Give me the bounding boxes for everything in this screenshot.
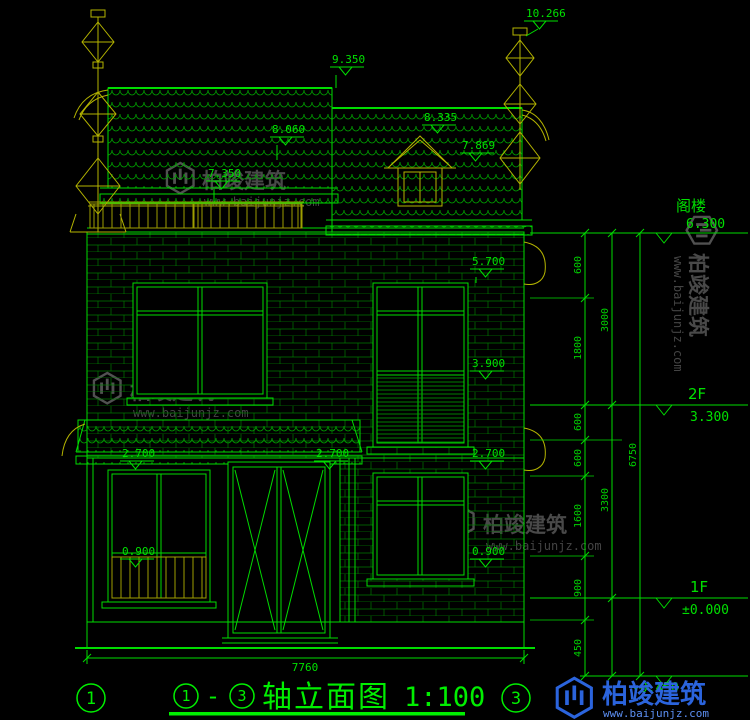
dim-balcony: 7.350: [208, 167, 241, 180]
chain-dim: 3000: [600, 308, 611, 332]
dim-sill-right: 0.900: [472, 545, 505, 558]
window-2f-right: [366, 282, 475, 455]
brand-logo-name: 柏竣建筑: [602, 679, 706, 710]
chain-dim: 600: [573, 449, 584, 467]
entry-door: [222, 461, 338, 644]
chain-dim: 450: [573, 639, 584, 657]
level-dimension-texts: 10.266 9.350 8.060 8.335 7.869 7.350 5.7…: [122, 7, 566, 558]
dim-awning-left: 2.700: [122, 447, 155, 460]
title-name: 轴立面图: [262, 680, 390, 715]
dim-total-height: 6750: [628, 228, 645, 681]
window-2f-left: [126, 282, 274, 406]
brand-logo: 柏竣建筑 www.baijunjz.com: [555, 676, 709, 720]
title-circle-1: [173, 683, 199, 709]
title-circle-1-label: 1: [181, 687, 190, 705]
level-label-1f: 1F: [690, 578, 708, 596]
dormer-window: [384, 135, 456, 207]
chain-dim: 900: [573, 579, 584, 597]
axis-bubble-3-label: 3: [511, 689, 521, 709]
level-value-1f: ±0.000: [682, 603, 729, 618]
dim-dormer-eave: 7.869: [462, 139, 495, 152]
dim-window-top: 5.700: [472, 255, 505, 268]
awning: [61, 419, 363, 465]
level-value-below: -0.450: [632, 681, 679, 696]
dim-ridge: 9.350: [332, 53, 365, 66]
title-circle-3: [229, 683, 255, 709]
watermark-brand: 柏竣建筑: [686, 253, 710, 337]
louver-panel: [376, 374, 465, 444]
axis-bubble-1: [76, 683, 106, 713]
drawing-title: 1 1 - 3 轴立面图 1:100 3: [76, 680, 531, 716]
watermark: 柏竣建筑 www.baijunjz.com: [671, 215, 719, 372]
window-1f-left: [101, 469, 217, 609]
window-sill: [101, 601, 217, 609]
dim-dormer-ridge: 8.335: [424, 111, 457, 124]
level-value-attic: 6.300: [686, 217, 725, 232]
window-sill: [366, 446, 475, 455]
window-1f-right: [366, 472, 475, 587]
axis-bubble-3: [501, 683, 531, 713]
title-scale: 1:100: [404, 682, 485, 713]
dim-roof-left: 8.060: [272, 123, 305, 136]
title-underline: [169, 712, 465, 716]
level-dimensions: [119, 20, 559, 568]
brand-logo-url: www.baijunjz.com: [603, 707, 709, 720]
dim-awning-mid: 2.700: [316, 447, 349, 460]
right-finial: [499, 27, 541, 190]
chain-dim: 3300: [600, 488, 611, 512]
dim-chain-outer: [607, 228, 617, 681]
window-railing: [111, 556, 207, 599]
window-sill: [366, 578, 475, 587]
width-dimension: 7760: [82, 650, 529, 674]
title-dash: -: [206, 682, 220, 710]
level-label-attic: 阁楼: [676, 197, 706, 215]
dim-rail: 3.900: [472, 357, 505, 370]
dim-awning-right: 2.700: [472, 447, 505, 460]
chain-dim: 600: [573, 413, 584, 431]
axis-bubble-1-label: 1: [86, 689, 96, 709]
dim-sill-left: 0.900: [122, 545, 155, 558]
watermark-url: www.baijunjz.com: [671, 256, 685, 372]
elevation-level-texts: 阁楼 6.300 2F 3.300 1F ±0.000 -0.450: [632, 197, 729, 696]
dim-width: 7760: [292, 661, 319, 674]
title-circle-3-label: 3: [237, 687, 246, 705]
chain-dim: 1600: [573, 504, 584, 528]
window-sill: [126, 397, 274, 406]
brand-logo-icon: [555, 676, 594, 720]
chain-dim: 600: [573, 256, 584, 274]
roof: [73, 87, 550, 471]
dim-chain-inner-texts: 600 1800 600 600 1600 900 450: [573, 256, 584, 657]
chain-dim: 1800: [573, 336, 584, 360]
elevation-levels: [530, 232, 748, 687]
level-value-2f: 3.300: [690, 410, 729, 425]
dim-chain-outer-texts: 3000 3300: [600, 308, 611, 512]
dim-finial-top: 10.266: [526, 7, 566, 20]
level-label-2f: 2F: [688, 385, 706, 403]
dim-chain-inner: [580, 228, 590, 681]
balcony-railing: [88, 201, 304, 229]
dim-total-height-text: 6750: [628, 443, 639, 467]
building-elevation: [61, 9, 550, 649]
